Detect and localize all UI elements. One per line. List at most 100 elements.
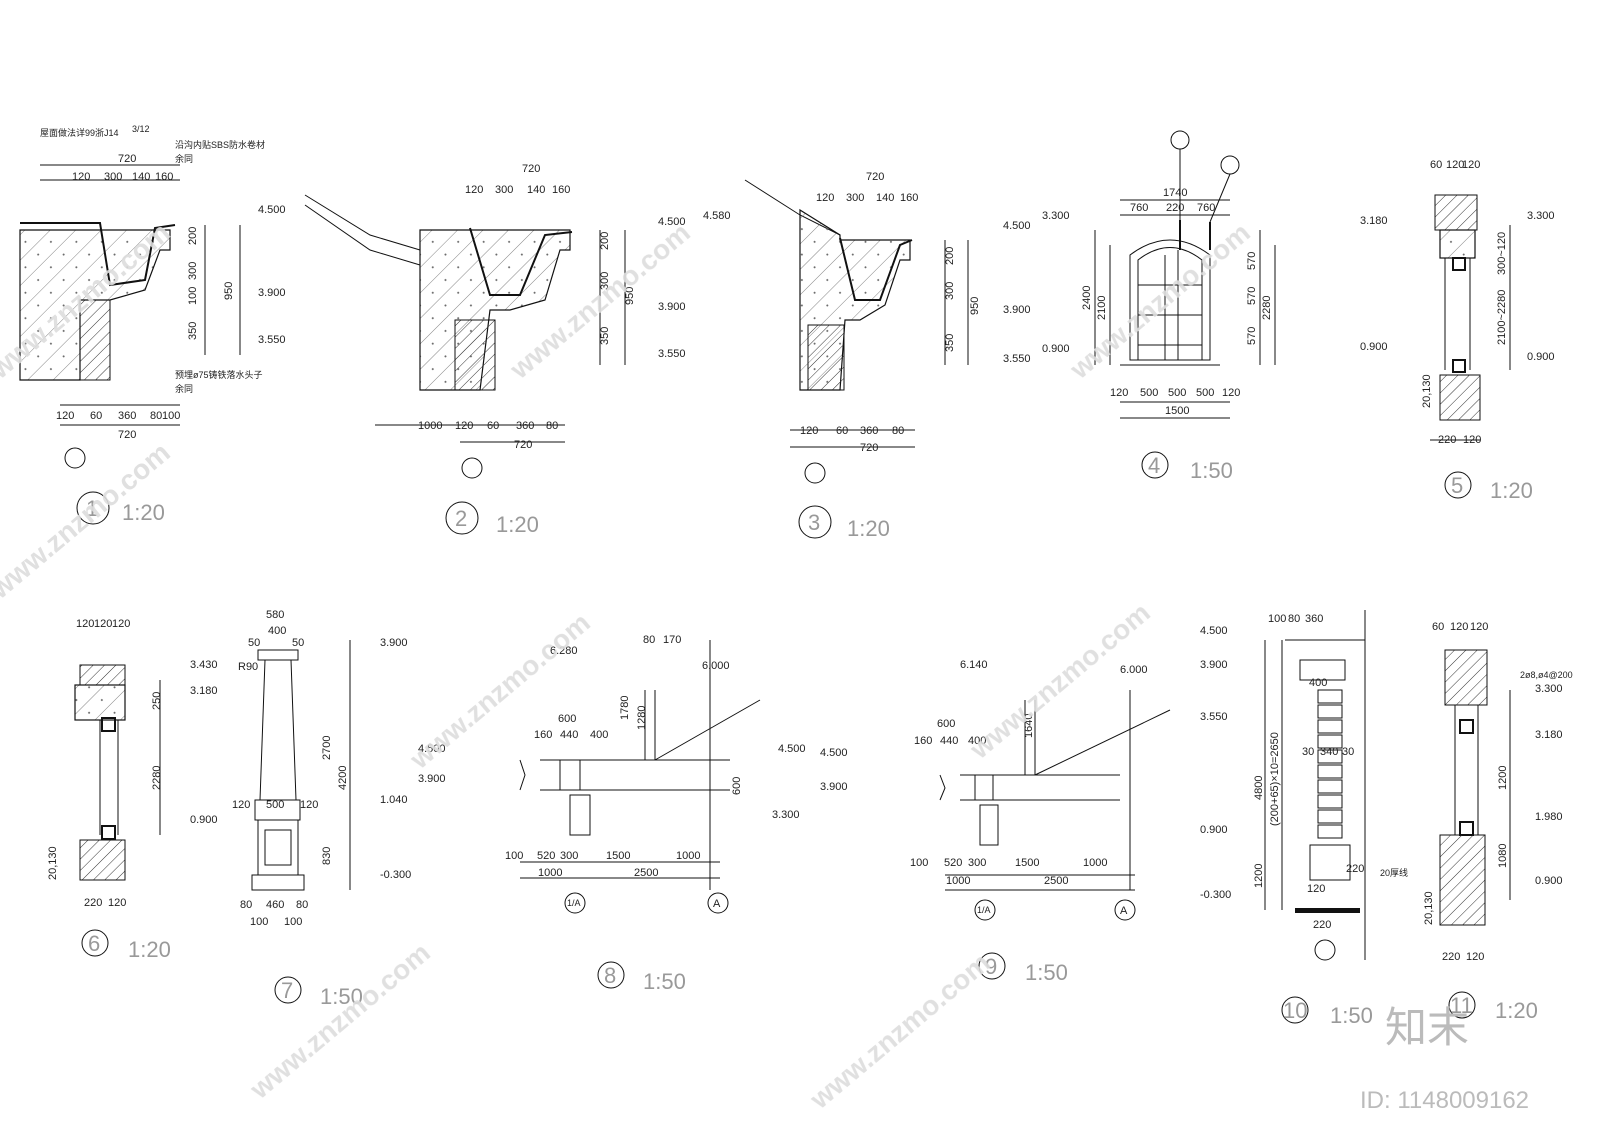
d10-label-circle: [1281, 996, 1309, 1024]
d9-dim-300: 300: [968, 857, 986, 869]
d2-dim-720b: 720: [514, 439, 532, 451]
d9-dim-1000b: 1000: [1083, 857, 1107, 869]
d11-dim-20-130: 20,130: [1423, 891, 1435, 925]
d3-dim-140: 140: [876, 192, 894, 204]
d7-label-no: 7: [281, 978, 293, 1003]
d11-level-3180: 3.180: [1535, 729, 1563, 741]
d10-axis-bubble: [1314, 939, 1336, 961]
d10-dim-4800: 4800: [1253, 776, 1265, 800]
d3-dim-120b: 120: [800, 425, 818, 437]
d5-level-0900a: 0.900: [1360, 341, 1388, 353]
d1-note-pipe: 预埋ø75铸铁落水头子: [175, 369, 263, 380]
d2-level-3550: 3.550: [658, 348, 686, 360]
d3-label-no: 3: [808, 510, 820, 535]
d4-dim-570c: 570: [1246, 327, 1258, 345]
d3-dim-300: 300: [846, 192, 864, 204]
d8-dim-600: 600: [558, 713, 576, 725]
d4-dim-570a: 570: [1246, 252, 1258, 270]
d1-dim-160: 160: [155, 171, 173, 183]
d10-level-3900: 3.900: [1200, 659, 1228, 671]
d5-level-3180: 3.180: [1360, 215, 1388, 227]
d5-label-scale: 1:20: [1490, 478, 1533, 503]
d6-label-no: 6: [88, 931, 100, 956]
d5-level-3300: 3.300: [1527, 210, 1555, 222]
d4-ref-5: [1220, 155, 1240, 175]
d9-level-6140: 6.140: [960, 659, 988, 671]
d3-axis-bubble: [804, 462, 826, 484]
d7-dim-r90: R90: [238, 661, 258, 673]
detail-9-canopy-section: 6.140 6.000 4.500 3.900 1640 600 160 440…: [820, 659, 1171, 985]
detail-10-brick-pier: 4.500 3.900 3.550 0.900 -0.300 100 80 36…: [1200, 610, 1408, 1028]
d5-dim-120c: 120: [1463, 434, 1481, 446]
d7-dim-50b: 50: [292, 637, 304, 649]
d5-dim-300-120: 300~120: [1496, 232, 1508, 275]
d10-label-scale: 1:50: [1330, 1003, 1373, 1028]
d9-label-circle: [978, 952, 1006, 980]
brand-logo-text: 知末: [1385, 1003, 1469, 1052]
d11-level-0900: 0.900: [1535, 875, 1563, 887]
d4-dim-2280: 2280: [1261, 296, 1273, 320]
d10-label-no: 10: [1283, 998, 1307, 1023]
d6-dim-120b: 120: [94, 618, 112, 630]
d2-dim-720: 720: [522, 163, 540, 175]
d7-dim-830: 830: [321, 847, 333, 865]
d10-dim-340: 340: [1320, 746, 1338, 758]
d3-dim-720b: 720: [860, 442, 878, 454]
detail-1-gutter-section: 720 120 300 140 160 200 300 100 350 950 …: [19, 124, 286, 525]
d5-label-no: 5: [1451, 473, 1463, 498]
d6-label-scale: 1:20: [128, 937, 171, 962]
d9-dim-100: 100: [910, 857, 928, 869]
d5-dim-120b: 120: [1462, 159, 1480, 171]
d9-dim-520: 520: [944, 857, 962, 869]
d10-dim-220: 220: [1346, 863, 1364, 875]
d9-axis-a-label: A: [1120, 905, 1128, 917]
d5-level-0900b: 0.900: [1527, 351, 1555, 363]
d3-dim-720: 720: [866, 171, 884, 183]
d4-dim-570b: 570: [1246, 287, 1258, 305]
d8-level-3900: 3.900: [418, 773, 446, 785]
d1-note-same2: 余同: [175, 383, 193, 394]
d2-dim-60b: 60: [487, 420, 499, 432]
d1-dim-350v: 350: [187, 322, 199, 340]
d5-dim-120a: 120: [1446, 159, 1464, 171]
d8-dim-600v: 600: [731, 777, 743, 795]
d3-dim-360b: 360: [860, 425, 878, 437]
d5-window-sill: [1452, 359, 1466, 373]
d8-dim-520: 520: [537, 850, 555, 862]
d10-brick-courses: [1317, 689, 1343, 839]
d11-note-rebar: 2ø8,ø4@200: [1520, 670, 1573, 680]
d11-dim-1080: 1080: [1497, 844, 1509, 868]
d10-level-4500: 4.500: [1200, 625, 1228, 637]
d3-dim-80b: 80: [892, 425, 904, 437]
d1-dim-720-top: 720: [118, 153, 136, 165]
d6-dim-120a: 120: [76, 618, 94, 630]
d9-dim-1640: 1640: [1023, 714, 1035, 738]
d7-dim-400: 400: [268, 625, 286, 637]
d10-level-m0300: -0.300: [1200, 889, 1231, 901]
d9-dim-160: 160: [914, 735, 932, 747]
d1-label-scale: 1:20: [122, 500, 165, 525]
d7-label-circle: [274, 976, 302, 1004]
d8-label-circle: [597, 961, 625, 989]
d9-dim-1500: 1500: [1015, 857, 1039, 869]
image-id: ID: 1148009162: [1360, 1087, 1529, 1114]
d1-note-ref: 3/12: [132, 124, 150, 134]
d3-level-4500: 4.500: [1003, 220, 1031, 232]
detail-7-column-elevation: 580 400 50 50 R90 2700 4200 830 3.900 1.…: [232, 609, 411, 1009]
d9-level-6000: 6.000: [1120, 664, 1148, 676]
d7-level-m0300: -0.300: [380, 869, 411, 881]
d9-dim-600: 600: [937, 718, 955, 730]
d8-label-scale: 1:50: [643, 969, 686, 994]
d6-dim-20-130: 20,130: [47, 846, 59, 880]
d11-label-scale: 1:20: [1495, 998, 1538, 1023]
d9-level-4500: 4.500: [820, 747, 848, 759]
d10-dim-360: 360: [1305, 613, 1323, 625]
d6-window-sill: [101, 825, 116, 840]
d1-dim-120: 120: [72, 171, 90, 183]
d6-level-3180: 3.180: [190, 685, 218, 697]
d10-dim-120: 120: [1307, 883, 1325, 895]
d4-dim-500c: 500: [1196, 387, 1214, 399]
d7-dim-120b: 120: [300, 799, 318, 811]
d1-axis-bubble: [64, 447, 86, 469]
d1-note-sbs: 沿沟内贴SBS防水卷材: [175, 139, 265, 150]
